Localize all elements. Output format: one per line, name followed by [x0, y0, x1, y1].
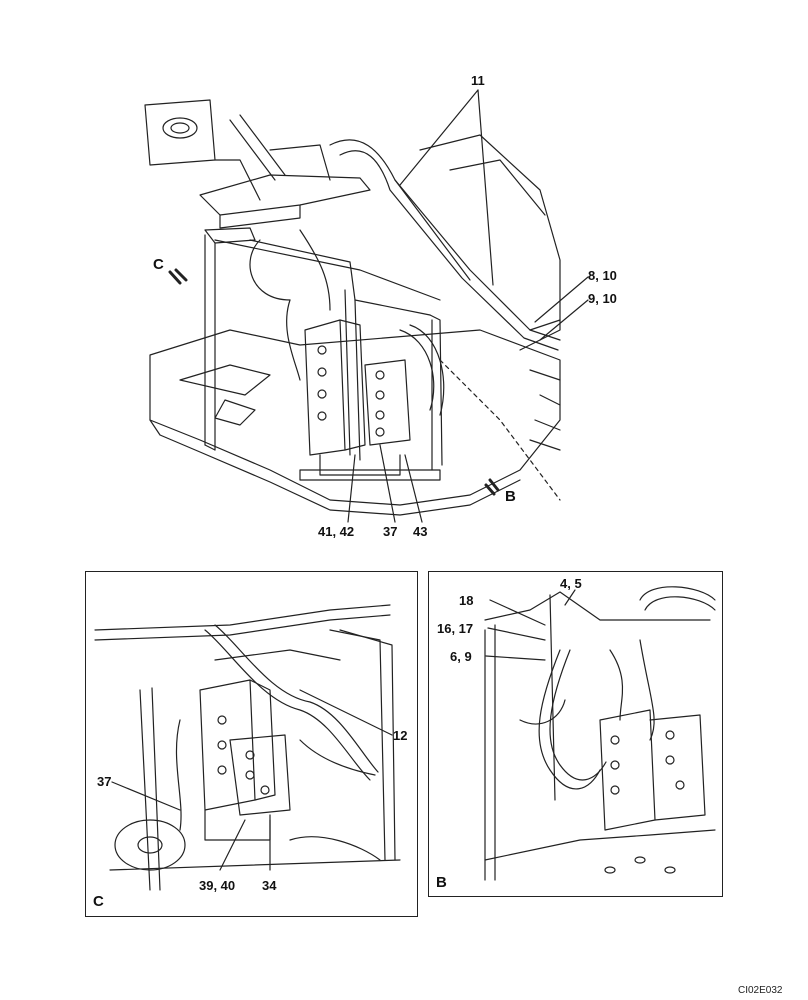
callout-43: 43 — [413, 524, 428, 539]
view-marker-b: B — [505, 488, 516, 505]
callout-41-42: 41, 42 — [318, 524, 355, 539]
callout-6-9: 6, 9 — [450, 649, 472, 664]
callout-4-5: 4, 5 — [560, 576, 582, 591]
callout-18: 18 — [459, 593, 474, 608]
callout-9-10: 9, 10 — [588, 291, 617, 306]
view-marker-c: C — [153, 256, 164, 273]
callout-39-40: 39, 40 — [199, 878, 236, 893]
callout-16-17: 16, 17 — [437, 621, 474, 636]
callout-8-10: 8, 10 — [588, 268, 617, 283]
callout-34: 34 — [262, 878, 277, 893]
top-assembly-drawing — [144, 89, 589, 523]
callout-37-top: 37 — [383, 524, 398, 539]
detail-panel-c: C 12 37 39, 40 34 — [85, 571, 418, 917]
panel-b-letter: B — [436, 874, 447, 891]
panel-b-drawing — [484, 586, 716, 881]
drawing-code: CI02E032 — [738, 985, 783, 996]
callout-11: 11 — [471, 73, 485, 88]
panel-c-drawing — [94, 604, 401, 891]
panel-c-letter: C — [93, 893, 104, 910]
callout-12: 12 — [393, 728, 408, 743]
detail-panel-b: B 4, 5 18 16, 17 6, 9 — [428, 571, 723, 897]
callout-37-panel-c: 37 — [97, 774, 112, 789]
